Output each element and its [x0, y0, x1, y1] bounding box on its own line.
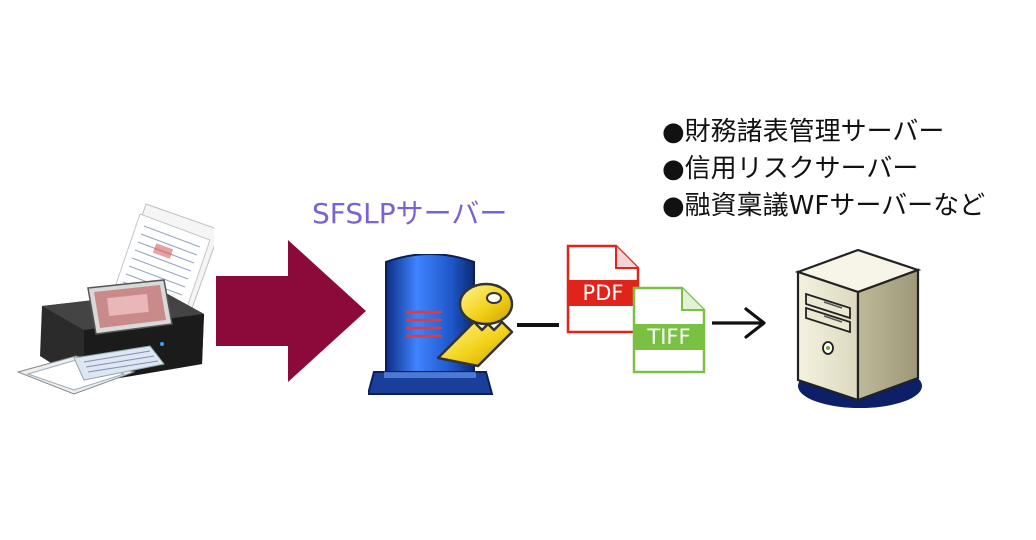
- connector-dash: [517, 323, 559, 327]
- right-arrow-icon: [216, 240, 366, 382]
- destination-item: ●財務諸表管理サーバー: [662, 117, 945, 147]
- tiff-file-icon: TIFF: [632, 286, 706, 374]
- server-label: SFSLPサーバー: [312, 197, 508, 230]
- pdf-label: PDF: [582, 281, 624, 305]
- destination-item: ●信用リスクサーバー: [662, 154, 919, 184]
- destination-server-list: ●財務諸表管理サーバー ●信用リスクサーバー ●融資稟議WFサーバーなど: [662, 114, 985, 225]
- document-scanner-icon: [16, 203, 214, 395]
- right-arrow-icon: [712, 307, 766, 339]
- pdf-file-icon: PDF: [566, 244, 640, 334]
- destination-item: ●融資稟議WFサーバーなど: [662, 191, 986, 221]
- key-icon: [436, 282, 514, 368]
- server-with-key-icon: [368, 254, 514, 395]
- pc-tower-icon: [794, 248, 922, 408]
- tiff-label: TIFF: [647, 325, 691, 349]
- scanner-body: [16, 279, 204, 395]
